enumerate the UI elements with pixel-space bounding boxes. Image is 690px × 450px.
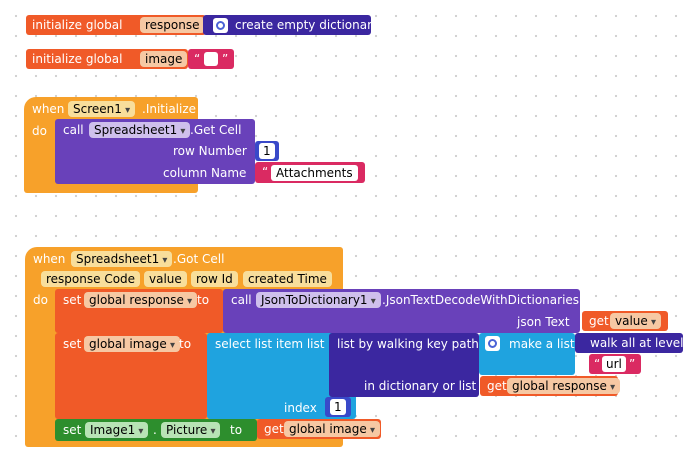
quote-right: ”: [351, 165, 358, 179]
event-name: .Got Cell: [173, 252, 225, 266]
when-label: when: [33, 252, 66, 266]
to-label: to: [230, 423, 243, 437]
component-dropdown-jsontodictionary1[interactable]: JsonToDictionary1: [256, 292, 381, 308]
row-number-label: row Number: [173, 144, 247, 158]
create-empty-dictionary-label: create empty dictionary: [235, 18, 380, 32]
empty-string-field[interactable]: [204, 52, 218, 66]
string-block-attachments[interactable]: “ Attachments ”: [255, 162, 365, 183]
empty-string-block[interactable]: “ ”: [188, 49, 234, 69]
dot-label: .: [153, 423, 157, 437]
json-decode-call-block[interactable]: call JsonToDictionary1 .JsonTextDecodeWi…: [223, 289, 580, 333]
event-name: .Initialize: [142, 102, 197, 116]
set-global-response-block[interactable]: set global response to: [55, 289, 223, 333]
do-label: do: [32, 124, 47, 138]
component-dropdown-spreadsheet1[interactable]: Spreadsheet1: [71, 251, 173, 267]
walk-key-path-label: list by walking key path: [337, 337, 479, 351]
string-block-url[interactable]: “ url ”: [589, 354, 641, 374]
param-value[interactable]: value: [144, 271, 187, 287]
column-name-label: column Name: [163, 166, 247, 180]
var-dropdown-global-image[interactable]: global image: [84, 336, 180, 352]
select-list-item-label: select list item list: [215, 337, 325, 351]
url-value[interactable]: url: [602, 356, 626, 372]
var-dropdown-global-response[interactable]: global response: [507, 378, 621, 394]
call-label: call: [231, 293, 252, 307]
get-global-response-block[interactable]: get global response: [480, 376, 621, 396]
set-label: set: [63, 423, 82, 437]
var-dropdown-global-image[interactable]: global image: [284, 421, 380, 437]
get-label: get: [589, 314, 609, 328]
component-dropdown-screen1[interactable]: Screen1: [68, 101, 136, 117]
walk-key-path-block[interactable]: list by walking key path in dictionary o…: [329, 333, 479, 397]
quote-left: “: [194, 52, 201, 66]
get-label: get: [487, 379, 507, 393]
var-name-image[interactable]: image: [140, 51, 188, 67]
do-label: do: [33, 293, 48, 307]
method-name: .Get Cell: [190, 123, 242, 137]
set-global-image-block[interactable]: set global image to: [55, 333, 207, 419]
walk-all-block[interactable]: walk all at level: [575, 333, 684, 353]
get-value-block[interactable]: get value: [582, 311, 668, 331]
when-label: when: [32, 102, 65, 116]
param-response-code[interactable]: response Code: [41, 271, 141, 287]
param-row-id[interactable]: row Id: [191, 271, 238, 287]
column-name-value[interactable]: Attachments: [271, 165, 358, 181]
get-global-image-block[interactable]: get global image: [257, 419, 381, 439]
init-global-image-block[interactable]: initialize global image to: [26, 49, 200, 69]
json-text-label: json Text: [517, 315, 570, 329]
component-dropdown-image1[interactable]: Image1: [85, 422, 149, 438]
walk-all-label: walk all at level: [590, 336, 684, 350]
to-label: to: [179, 337, 192, 351]
init-global-label: initialize global: [32, 52, 123, 66]
quote-right: ”: [629, 357, 636, 371]
set-image1-picture-block[interactable]: set Image1 . Picture to: [55, 419, 257, 441]
get-label: get: [264, 422, 284, 436]
make-a-list-label: make a list: [509, 337, 575, 351]
get-cell-call-block[interactable]: call Spreadsheet1 .Get Cell row Number c…: [55, 119, 255, 184]
number-block-index[interactable]: 1: [325, 397, 351, 417]
var-name-response[interactable]: response: [140, 17, 205, 33]
init-global-response-block[interactable]: initialize global response to: [26, 15, 218, 35]
property-dropdown-picture[interactable]: Picture: [161, 422, 221, 438]
set-label: set: [63, 337, 82, 351]
create-empty-dictionary-block[interactable]: create empty dictionary: [203, 15, 379, 35]
to-label: to: [197, 293, 210, 307]
index-label: index: [284, 401, 317, 415]
var-dropdown-global-response[interactable]: global response: [84, 292, 198, 308]
in-dictionary-label: in dictionary or list: [364, 379, 477, 393]
component-dropdown-spreadsheet1[interactable]: Spreadsheet1: [89, 122, 191, 138]
make-a-list-block[interactable]: make a list: [479, 333, 575, 375]
gear-icon[interactable]: [485, 336, 500, 351]
gear-icon[interactable]: [213, 18, 228, 33]
var-dropdown-value[interactable]: value: [610, 313, 661, 329]
index-value[interactable]: 1: [330, 399, 346, 415]
method-name: .JsonTextDecodeWithDictionaries: [382, 293, 580, 307]
init-global-label: initialize global: [32, 18, 123, 32]
set-label: set: [63, 293, 82, 307]
quote-left: “: [594, 357, 601, 371]
quote-left: “: [262, 165, 269, 179]
number-block-row[interactable]: 1: [255, 141, 279, 161]
param-created-time[interactable]: created Time: [243, 271, 332, 287]
call-label: call: [63, 123, 84, 137]
quote-right: ”: [222, 52, 229, 66]
row-number-value[interactable]: 1: [259, 143, 275, 159]
